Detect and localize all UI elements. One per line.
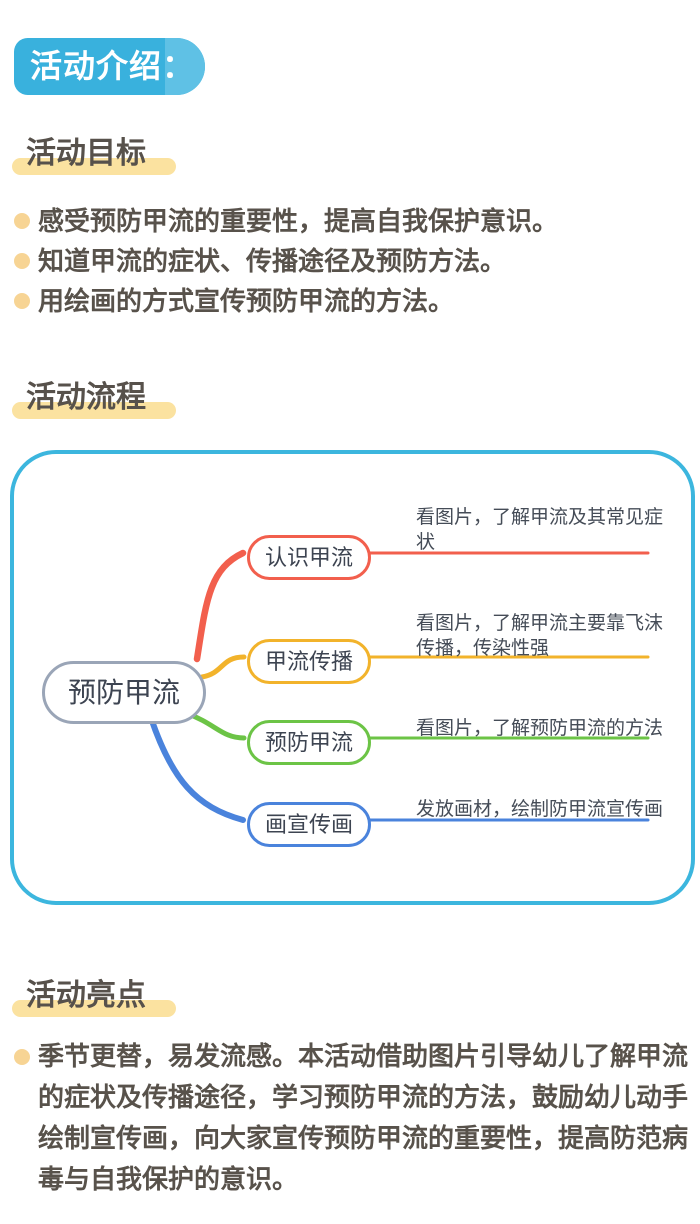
mindmap-connectors	[148, 549, 650, 823]
branch-description-2: 看图片，了解甲流主要靠飞沫传播，传染性强	[416, 613, 664, 659]
title-highlight-bar	[12, 402, 176, 419]
bullet-dot-icon	[14, 253, 30, 269]
branch-curve-4	[148, 715, 246, 823]
branch-curve-2	[199, 654, 247, 680]
mindmap-branch-node-4: 画宣传画	[247, 802, 371, 847]
highlights-section-title: 活动亮点	[12, 978, 176, 1017]
bullet-dot-icon	[14, 293, 30, 309]
list-item: 感受预防甲流的重要性，提高自我保护意识。	[14, 201, 690, 241]
branch-description-3: 看图片，了解预防甲流的方法	[416, 718, 664, 739]
branch-curve-3	[183, 710, 247, 741]
goal-text: 知道甲流的症状、传播途径及预防方法。	[38, 246, 507, 276]
goal-text: 感受预防甲流的重要性，提高自我保护意识。	[38, 206, 559, 236]
mindmap-branch-node-2: 甲流传播	[247, 639, 371, 684]
list-item: 知道甲流的症状、传播途径及预防方法。	[14, 241, 690, 281]
goals-list: 感受预防甲流的重要性，提高自我保护意识。 知道甲流的症状、传播途径及预防方法。 …	[14, 201, 690, 321]
highlights-list: 季节更替，易发流感。本活动借助图片引导幼儿了解甲流的症状及传播途径，学习预防甲流…	[14, 1036, 690, 1200]
mindmap-frame: 预防甲流 认识甲流 甲流传播 预防甲流 画宣传画 看图片，了解甲流及其常见症状 …	[10, 450, 695, 905]
bullet-dot-icon	[14, 1049, 30, 1065]
badge-label: 活动介绍：	[30, 48, 196, 84]
highlight-text: 季节更替，易发流感。本活动借助图片引导幼儿了解甲流的症状及传播途径，学习预防甲流…	[38, 1041, 689, 1194]
list-item: 用绘画的方式宣传预防甲流的方法。	[14, 281, 690, 321]
goals-section-title: 活动目标	[12, 136, 176, 175]
branch-description-1: 看图片，了解甲流及其常见症状	[416, 507, 664, 553]
branch-description-4: 发放画材，绘制防甲流宣传画	[416, 799, 664, 820]
activity-intro-badge: 活动介绍：	[14, 38, 205, 95]
title-highlight-bar	[12, 158, 176, 175]
title-highlight-bar	[12, 1000, 176, 1017]
list-item: 季节更替，易发流感。本活动借助图片引导幼儿了解甲流的症状及传播途径，学习预防甲流…	[14, 1036, 690, 1200]
bullet-dot-icon	[14, 213, 30, 229]
goal-text: 用绘画的方式宣传预防甲流的方法。	[38, 286, 455, 316]
mindmap-root-node: 预防甲流	[42, 661, 206, 724]
flow-section-title: 活动流程	[12, 380, 176, 419]
branch-curve-1	[193, 549, 247, 663]
mindmap-branch-node-1: 认识甲流	[247, 535, 371, 580]
mindmap-branch-node-3: 预防甲流	[247, 720, 371, 765]
